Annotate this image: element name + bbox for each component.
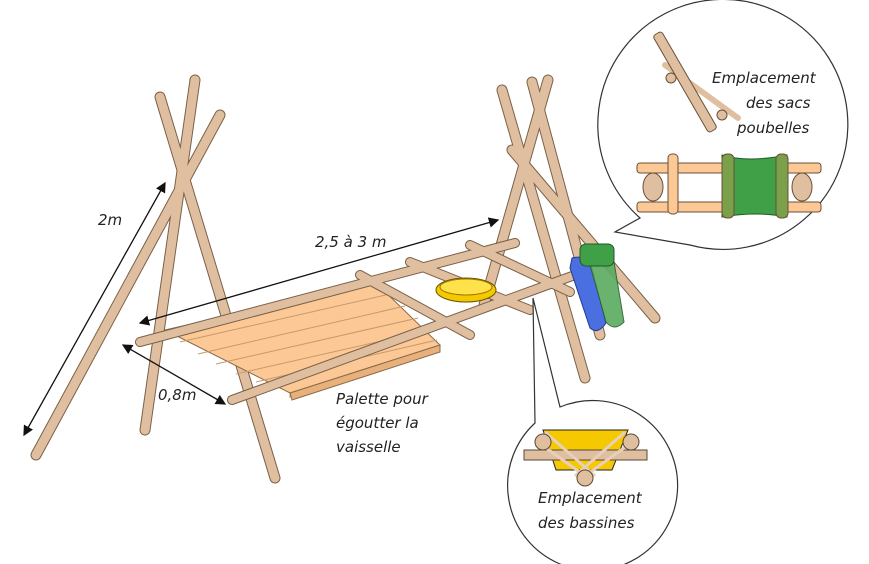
trash-bags [569, 243, 625, 332]
height-label: 2m [98, 211, 122, 229]
bags-callout: Emplacement des sacs poubelles [597, 0, 849, 250]
basin [435, 277, 497, 303]
bags-label-line1: Emplacement [712, 69, 817, 87]
length-label: 2,5 à 3 m [315, 233, 387, 251]
basins-label-line1: Emplacement [538, 489, 643, 507]
width-label: 0,8m [158, 386, 196, 404]
pallet-label-line3: vaisselle [336, 438, 401, 456]
bags-label-line2: des sacs [746, 94, 811, 112]
left-tripod [30, 74, 281, 484]
pallet-label-line1: Palette pour [336, 390, 429, 408]
pallet-label-line2: égoutter la [336, 414, 419, 432]
dimension-arrows [23, 181, 500, 437]
basins-label-line2: des bassines [538, 514, 635, 532]
bags-label-line3: poubelles [736, 119, 810, 137]
basins-callout: Emplacement des bassines [507, 297, 679, 564]
